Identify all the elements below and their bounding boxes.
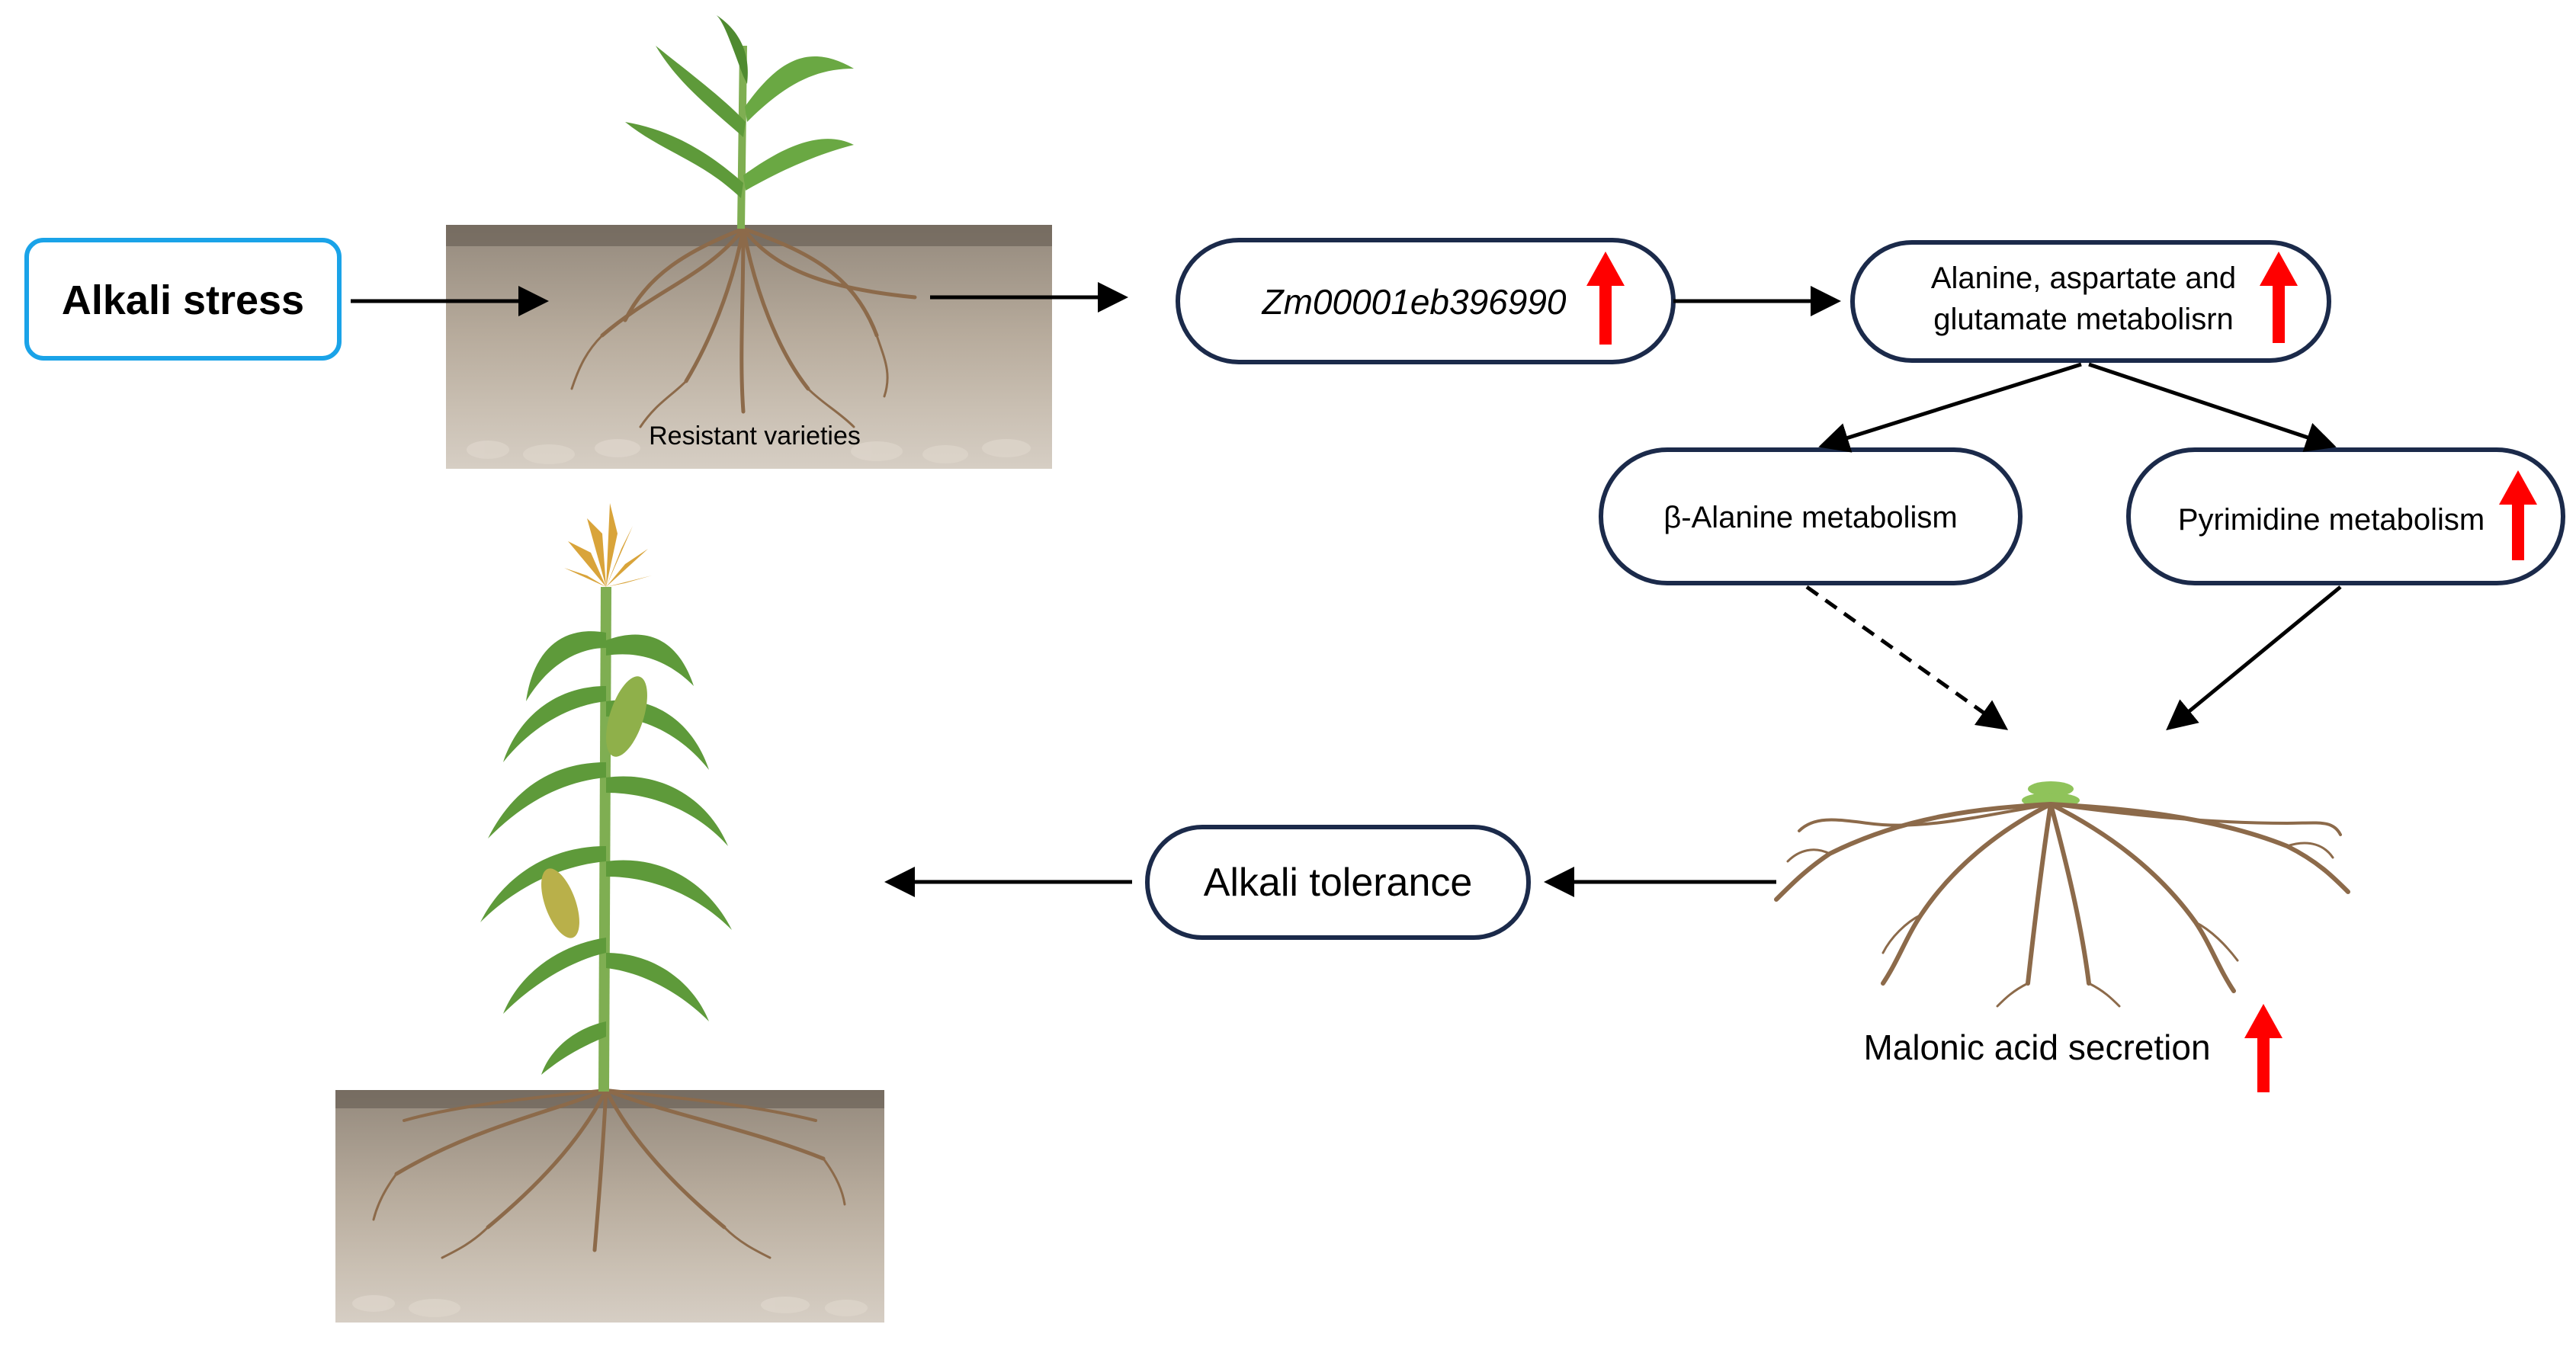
root-system-icon xyxy=(570,226,917,428)
pyrimidine-node: Pyrimidine metabolism xyxy=(2126,447,2565,585)
soil-block-bottom xyxy=(335,1090,884,1323)
amino-acid-metabolism-line1: Alanine, aspartate and xyxy=(1931,261,2236,295)
red-up-arrow-icon xyxy=(2499,470,2537,560)
alkali-tolerance-label: Alkali tolerance xyxy=(1204,861,1473,905)
tassel-icon xyxy=(564,503,652,587)
beta-alanine-label: β-Alanine metabolism xyxy=(1663,501,1957,534)
corn-seedling-icon xyxy=(625,15,854,229)
amino-acid-metabolism-node: Alanine, aspartate and glutamate metabol… xyxy=(1850,240,2331,363)
amino-acid-metabolism-line2: glutamate metabolisrn xyxy=(1933,303,2234,336)
resistant-varieties-label: Resistant varieties xyxy=(649,422,861,450)
soil-block-top xyxy=(446,225,1052,469)
beta-alanine-node: β-Alanine metabolism xyxy=(1599,447,2023,585)
root-secretion-illustration: Malonic acid secretion xyxy=(1774,781,2350,1092)
mature-plant-illustration xyxy=(335,503,884,1323)
seedling-illustration: Resistant varieties xyxy=(446,15,1052,469)
pyrimidine-label: Pyrimidine metabolism xyxy=(2178,503,2485,537)
root-system-icon xyxy=(1774,802,2350,1008)
arrow-amino-to-pyrimidine xyxy=(2088,362,2337,452)
arrow-amino-to-beta xyxy=(1818,362,2082,453)
connectors xyxy=(351,282,2342,897)
gene-node: Zm00001eb396990 xyxy=(1176,238,1676,364)
red-up-arrow-icon xyxy=(2260,252,2298,343)
corn-plant-icon xyxy=(480,503,732,1092)
alkali-stress-node: Alkali stress xyxy=(24,238,342,361)
red-up-arrow-icon xyxy=(1586,252,1625,345)
arrow-beta-to-roots xyxy=(1805,585,2009,730)
root-system-icon xyxy=(372,1088,846,1259)
arrow-pyrimidine-to-roots xyxy=(2166,585,2342,731)
alkali-tolerance-node: Alkali tolerance xyxy=(1145,825,1531,940)
alkali-stress-label: Alkali stress xyxy=(62,277,304,323)
malonic-acid-label: Malonic acid secretion xyxy=(1863,1028,2210,1067)
corn-ear-icon xyxy=(541,676,647,938)
gene-label: Zm00001eb396990 xyxy=(1262,282,1567,322)
red-up-arrow-icon xyxy=(2244,1004,2282,1092)
